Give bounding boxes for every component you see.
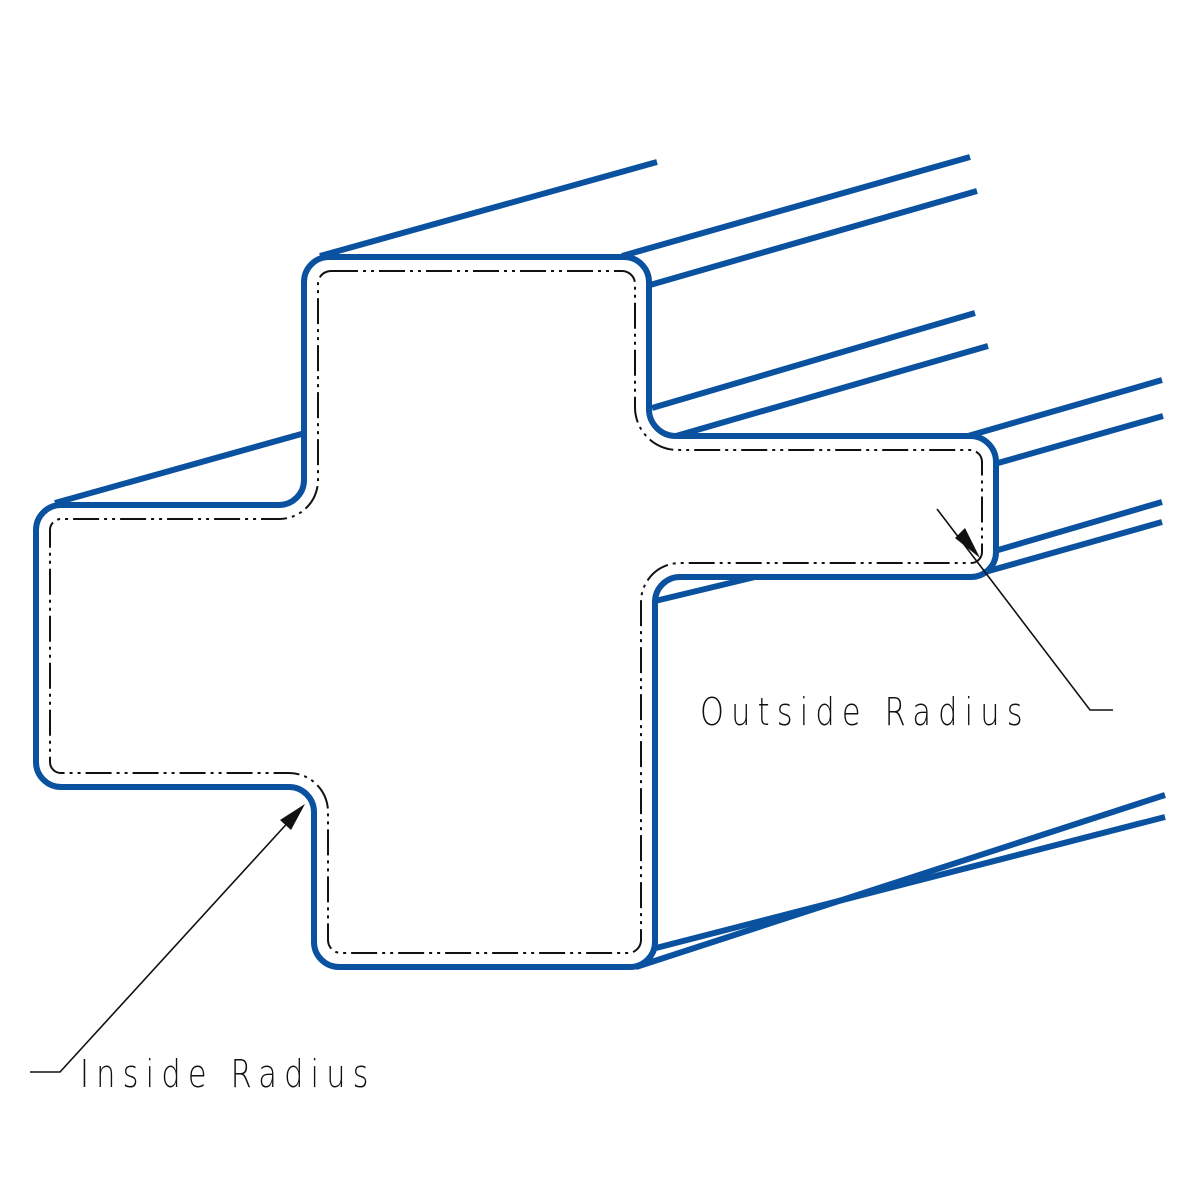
arrowhead-icon <box>955 528 980 558</box>
outside-radius-label: Outside Radius <box>700 690 1030 734</box>
extrusion-lines <box>54 154 1166 970</box>
inside-radius-label: Inside Radius <box>80 1052 376 1096</box>
outside-radius-leader <box>936 508 1113 711</box>
inside-radius-leader <box>30 804 305 1073</box>
outer-profile <box>33 254 999 970</box>
inner-centerline-profile <box>49 269 983 954</box>
arrowhead-icon <box>280 804 305 830</box>
